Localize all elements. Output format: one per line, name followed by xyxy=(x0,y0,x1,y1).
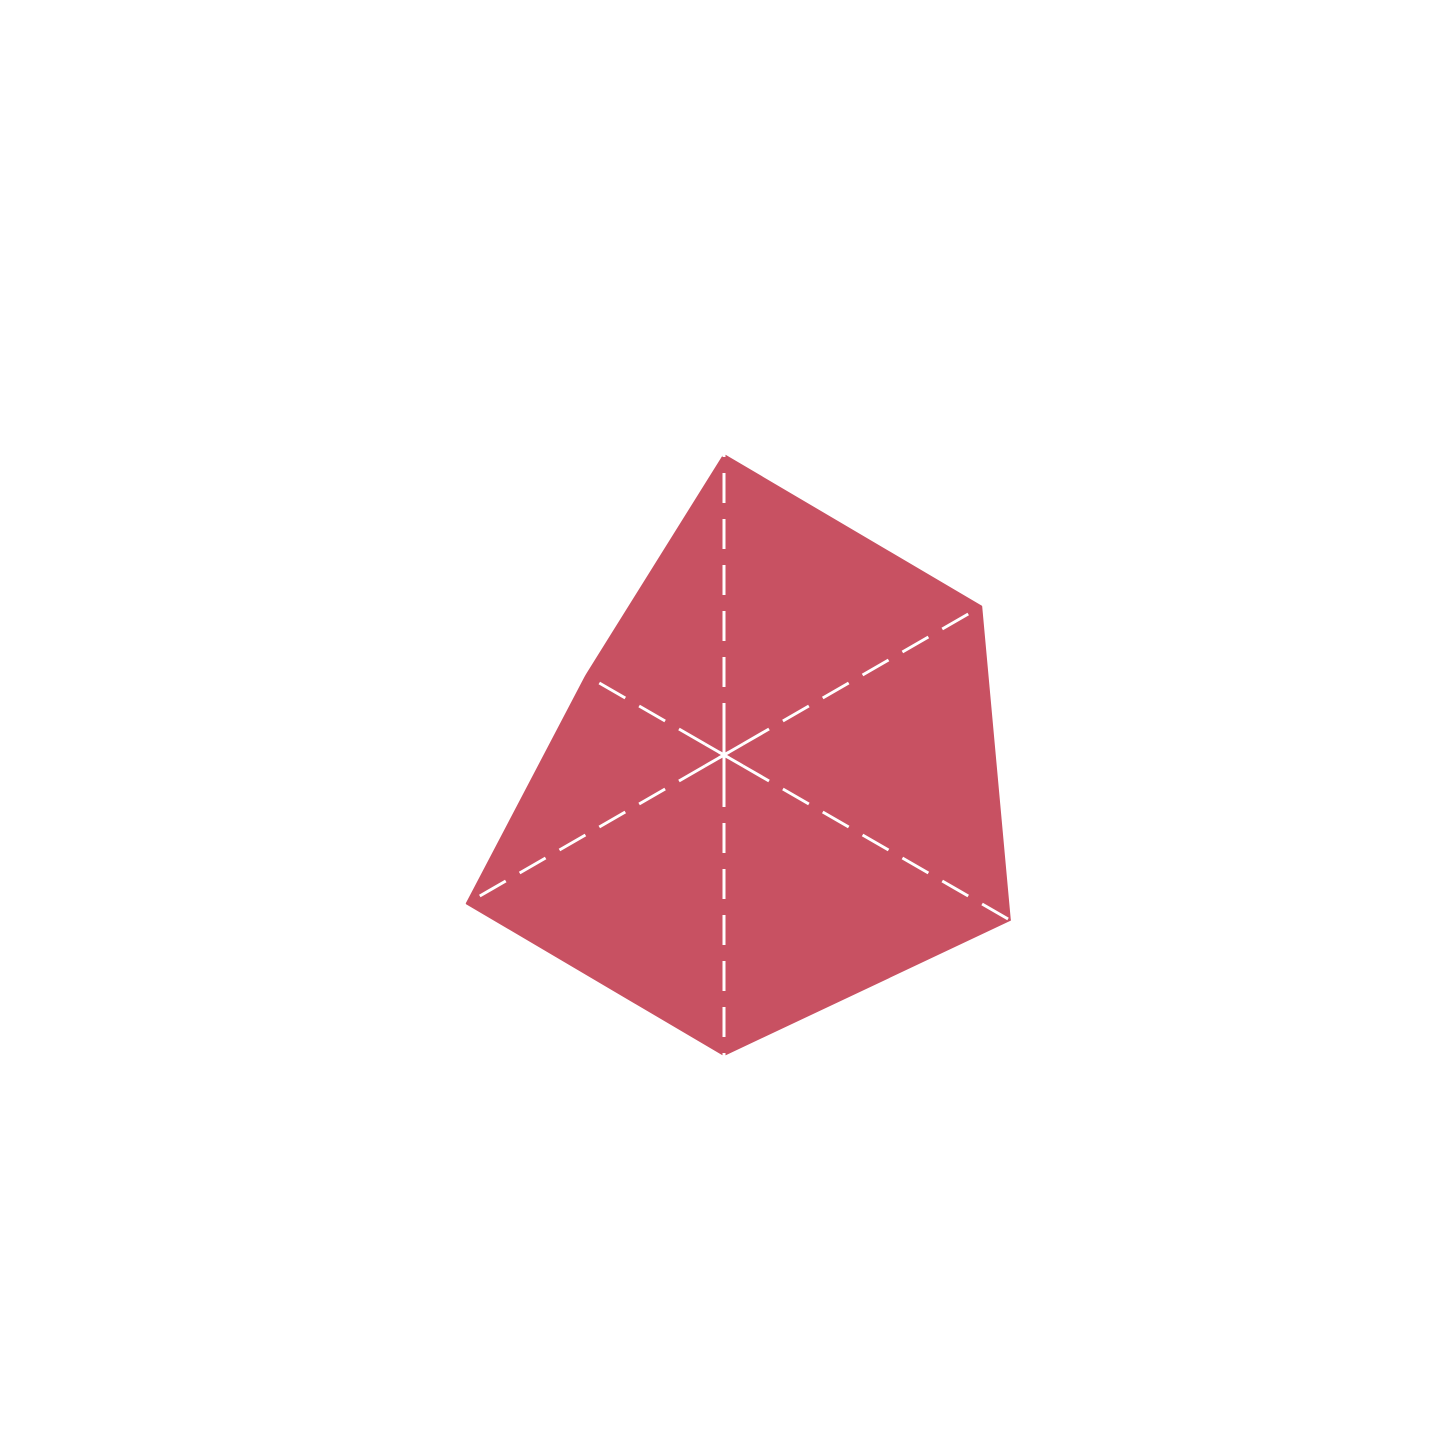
data-point-0-5 xyxy=(585,674,588,677)
center-mark-1 xyxy=(723,742,744,757)
data-point-0-2 xyxy=(1008,919,1011,921)
series-area-0 xyxy=(465,454,1011,1056)
grid-spoke-1 xyxy=(723,588,1011,757)
data-point-0-1 xyxy=(980,605,983,608)
center-mark-5 xyxy=(704,742,725,757)
center-mark-4 xyxy=(704,753,725,768)
data-point-0-4 xyxy=(465,902,468,905)
grid-spoke-4 xyxy=(437,753,725,922)
grid-spoke-5 xyxy=(437,588,725,757)
center-mark-2 xyxy=(723,753,744,768)
grid-spoke-2 xyxy=(723,753,1011,922)
